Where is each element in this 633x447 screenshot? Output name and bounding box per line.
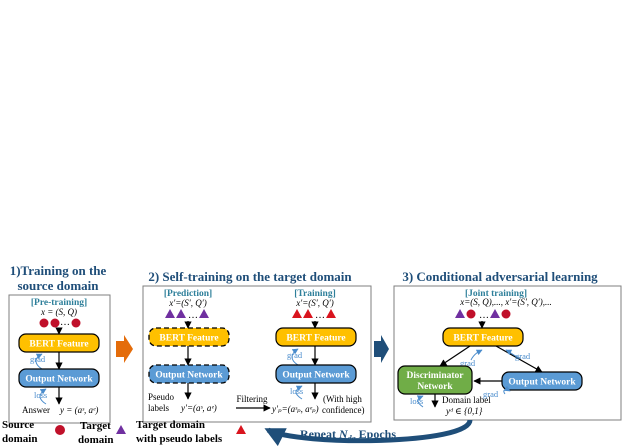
repeat-arrow <box>264 419 473 447</box>
bert-feature-box <box>442 327 524 347</box>
section-1-title: 1)Training on the <box>10 263 107 278</box>
legend-source-dot <box>55 425 65 435</box>
output-network-box-training <box>275 364 357 384</box>
pseudo-formula: y′=(aˢ, aᵉ) <box>180 403 217 413</box>
panel-self-training: [Prediction] x′=(S′, Q′) … BERT Feature … <box>142 285 372 423</box>
confidence-text: (With high <box>323 394 362 404</box>
discriminator-label-line2: Network <box>417 382 453 392</box>
section-1-title-line2: source domain <box>17 278 99 293</box>
ellipsis: … <box>315 310 325 321</box>
target-triangle <box>455 309 465 318</box>
prediction-input: x′=(S′, Q′) <box>168 298 206 308</box>
bert-feature-box-prediction <box>148 327 230 347</box>
panel-joint-training: [Joint training] x=(S, Q),..., x′=(S′, Q… <box>393 285 622 421</box>
bert-feature-box-training <box>275 327 357 347</box>
loss-label: loss <box>34 390 47 400</box>
domain-label-formula: yᵈ ∈ {0,1} <box>445 406 483 416</box>
training-input: x′=(S′, Q′) <box>295 298 333 308</box>
pseudo-label-triangle <box>292 309 302 318</box>
pre-training-tag: [Pre-training] <box>31 298 87 308</box>
grad-label-right: grad <box>515 351 531 361</box>
orange-arrow <box>116 335 133 363</box>
output-network-label: Output Network <box>25 375 93 385</box>
source-dot <box>39 318 49 328</box>
target-triangle <box>176 309 186 318</box>
grad-label: grad <box>287 350 303 360</box>
legend-target-triangle <box>116 425 126 434</box>
source-dot <box>501 309 511 319</box>
ellipsis: … <box>60 317 70 328</box>
repeat-loop: Repeat Nda Epochs <box>264 419 473 447</box>
legend-target-label: Target <box>80 420 111 432</box>
legend-pseudo-triangle <box>236 425 246 434</box>
training-tag: [Training] <box>294 289 336 299</box>
legend-source-label: Source <box>2 419 34 431</box>
ellipsis: … <box>479 310 489 321</box>
source-dot <box>466 309 476 319</box>
section-3-title: 3) Conditional adversarial learning <box>402 269 598 284</box>
legend-pseudo-label-line2: with pseudo labels <box>136 433 223 445</box>
navy-arrow <box>374 335 389 363</box>
joint-training-tag: [Joint training] <box>465 289 527 299</box>
bert-feature-label: BERT Feature <box>29 340 88 350</box>
discriminator-label: Discriminator <box>407 371 465 381</box>
repeat-epochs-label: Repeat Nda Epochs <box>300 427 396 443</box>
pre-training-input: x = (S, Q) <box>40 307 77 317</box>
pseudo-label-text-line2: labels <box>148 403 169 413</box>
grad-label-left: grad <box>460 358 476 368</box>
pseudo-label-text: Pseudo <box>148 392 175 402</box>
joint-training-input: x=(S, Q),..., x′=(S′, Q′),... <box>459 297 552 307</box>
panel-pre-training: [Pre-training] x = (S, Q) … BERT Feature… <box>8 294 111 424</box>
loss-label: loss <box>290 386 303 396</box>
legend-target-label-line2: domain <box>78 434 113 446</box>
answer-label: Answer <box>22 405 50 415</box>
output-network-box-prediction <box>148 364 230 384</box>
answer-formula: y = (aˢ, aᵉ) <box>59 405 98 415</box>
bert-feature-label: BERT Feature <box>159 334 218 344</box>
output-network-label: Output Network <box>282 371 350 381</box>
legend-pseudo-label: Target domain <box>136 419 205 431</box>
filtered-formula: y′ₚ=(aˢₚ, aᵉₚ) <box>271 404 319 414</box>
source-dot <box>71 318 81 328</box>
bert-feature-label: BERT Feature <box>286 334 345 344</box>
legend: Source domain Target domain Target domai… <box>2 419 246 446</box>
output-network-label: Output Network <box>508 378 576 388</box>
target-triangle <box>490 309 500 318</box>
target-triangle <box>165 309 175 318</box>
legend-source-label-line2: domain <box>2 433 37 445</box>
bert-feature-label: BERT Feature <box>453 334 512 344</box>
source-dot <box>50 318 60 328</box>
pseudo-label-triangle <box>303 309 313 318</box>
output-network-label: Output Network <box>155 371 223 381</box>
section-2-title: 2) Self-training on the target domain <box>148 269 352 284</box>
pseudo-label-triangle <box>326 309 336 318</box>
confidence-text-line2: confidence) <box>322 405 364 415</box>
grad-label-bottom: grad <box>483 389 499 399</box>
loss-label: loss <box>410 396 423 406</box>
filtering-label: Filtering <box>237 394 268 404</box>
grad-label: grad <box>30 354 46 364</box>
prediction-tag: [Prediction] <box>164 289 212 299</box>
domain-label-text: Domain label <box>442 395 491 405</box>
ellipsis: … <box>188 310 198 321</box>
target-triangle <box>199 309 209 318</box>
